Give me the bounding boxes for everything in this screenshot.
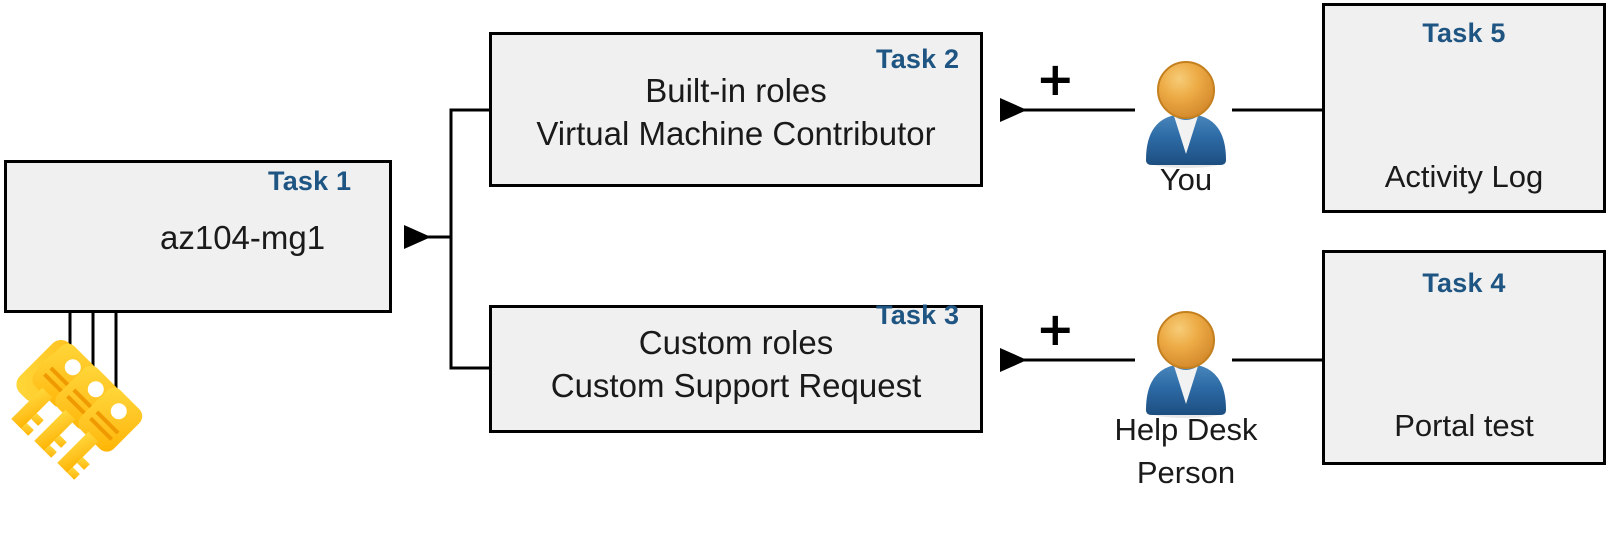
- plus-sign-top: +: [1036, 52, 1075, 106]
- task5-label: Activity Log: [1384, 159, 1544, 194]
- connector-roles-to-mg: [404, 108, 489, 370]
- person-you-label: You: [1159, 162, 1213, 197]
- task1-label: az104-mg1: [160, 219, 326, 256]
- task1-badge: Task 1: [268, 166, 352, 196]
- plus-sign-bottom: +: [1036, 302, 1075, 356]
- person-helpdesk-label-line2: Person: [1136, 455, 1236, 490]
- user-icon-helpdesk: [1146, 311, 1226, 418]
- task2-line2: Virtual Machine Contributor: [536, 115, 936, 152]
- task2-badge: Task 2: [876, 44, 960, 74]
- person-helpdesk-label-line1: Help Desk: [1114, 412, 1258, 447]
- task4-box[interactable]: [1322, 250, 1606, 465]
- task4-label: Portal test: [1394, 408, 1534, 443]
- task5-box[interactable]: [1322, 3, 1606, 213]
- task2-box[interactable]: [489, 32, 983, 187]
- task2-line1: Built-in roles: [645, 72, 827, 109]
- user-icon-you: [1146, 61, 1226, 168]
- task3-badge: Task 3: [876, 300, 960, 330]
- task1-box[interactable]: [4, 160, 392, 313]
- task3-box[interactable]: [489, 305, 983, 433]
- task4-badge: Task 4: [1422, 268, 1506, 298]
- task3-line2: Custom Support Request: [550, 367, 922, 404]
- task3-line1: Custom roles: [638, 324, 834, 361]
- keys-icon: [11, 340, 143, 480]
- task5-badge: Task 5: [1422, 18, 1506, 48]
